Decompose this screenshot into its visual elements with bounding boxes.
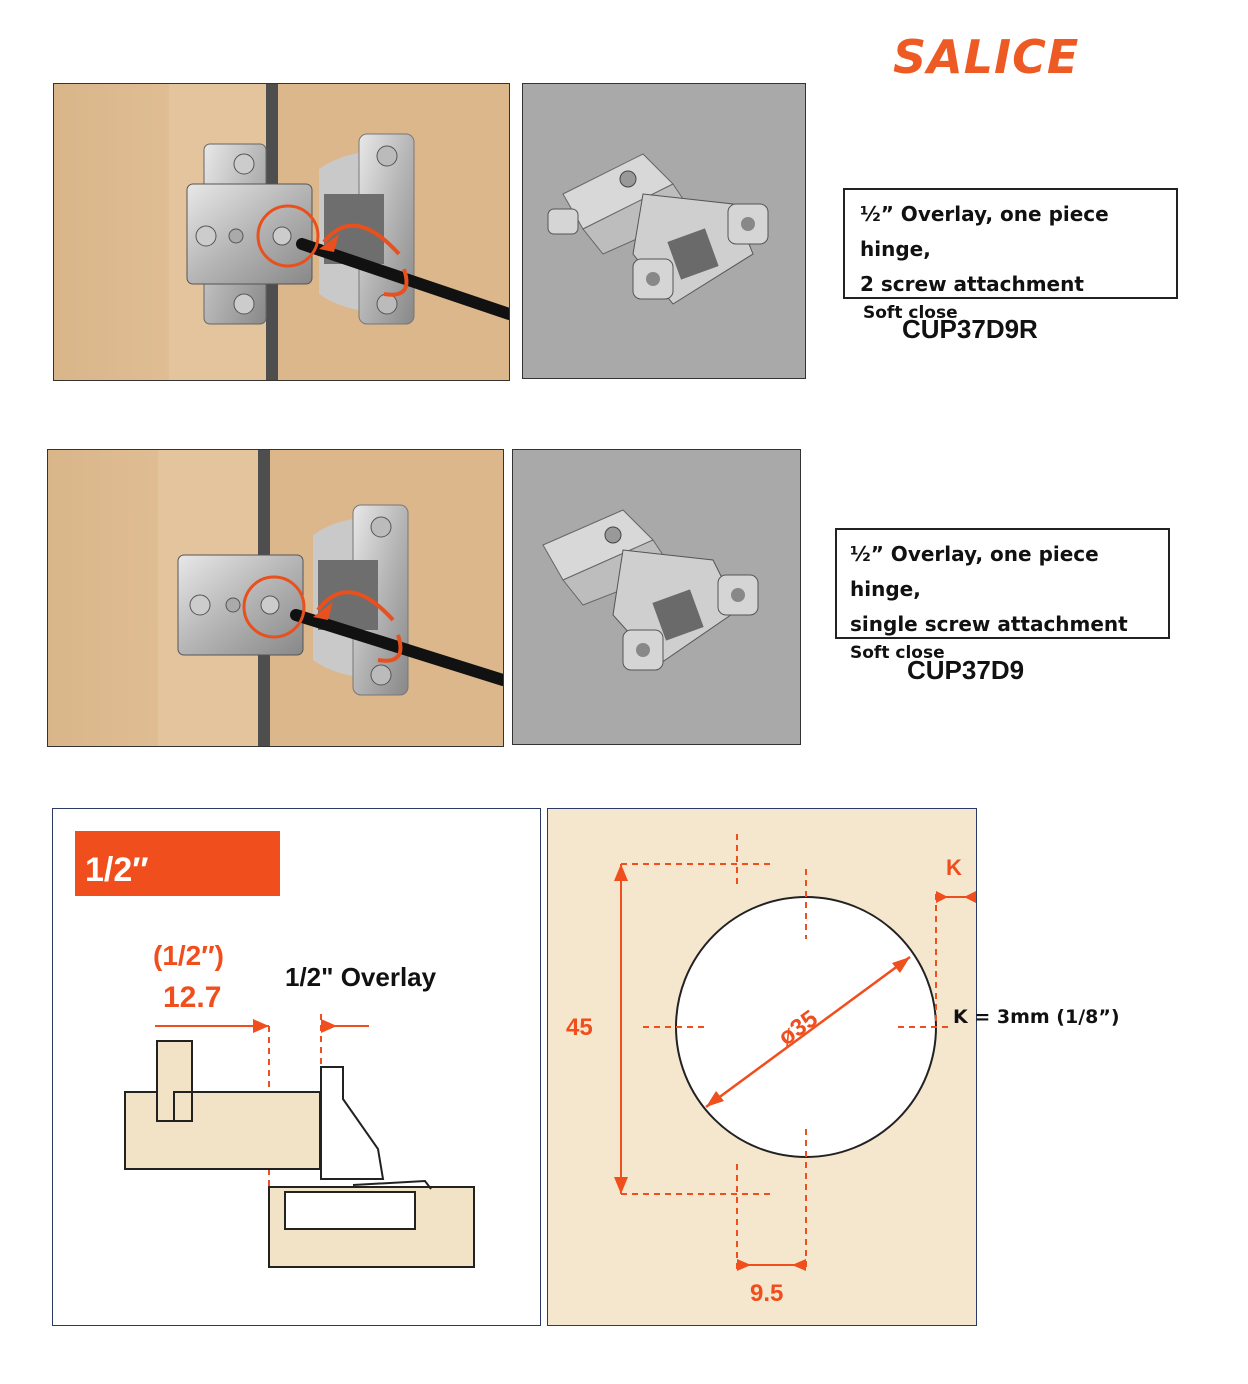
hinge-product-photo-1	[522, 83, 806, 379]
boring-diagram: 45 9.5 ø35 K	[547, 808, 977, 1326]
product-code-1: CUP37D9R	[902, 314, 1038, 344]
installed-hinge-photo-2	[47, 449, 504, 747]
product-info-box-2: ½” Overlay, one piece hinge, single scre…	[835, 528, 1170, 663]
product-desc-line-2: single screw attachment	[850, 612, 1128, 636]
fraction-label: (1/2″)	[153, 940, 224, 971]
k-label: K	[946, 855, 962, 880]
product-feature: Soft close	[863, 303, 958, 323]
product-desc-line-1: ½” Overlay, one piece hinge,	[850, 542, 1099, 601]
overlay-badge	[75, 831, 280, 896]
product-code-2: CUP37D9	[907, 655, 1025, 685]
product-desc-line-2: 2 screw attachment	[860, 272, 1084, 296]
height-label: 45	[566, 1014, 593, 1041]
overlay-measure: 12.7	[163, 981, 221, 1014]
overlay-badge-text: 1/2″	[85, 851, 149, 889]
overlay-diagram: 1/2″ (1/2″) 12.7 1/2" Overlay	[52, 808, 541, 1326]
installed-hinge-photo-1	[53, 83, 510, 381]
hinge-product-photo-2	[512, 449, 801, 745]
offset-label: 9.5	[750, 1280, 783, 1307]
k-value-label: K = 3mm (1/8”)	[953, 1006, 1120, 1028]
overlay-title: 1/2" Overlay	[285, 962, 437, 992]
salice-logo: SALICE	[893, 30, 1080, 84]
product-feature: Soft close	[850, 643, 945, 663]
product-info-box-1: ½” Overlay, one piece hinge, 2 screw att…	[843, 188, 1178, 323]
product-desc-line-1: ½” Overlay, one piece hinge,	[860, 202, 1109, 261]
